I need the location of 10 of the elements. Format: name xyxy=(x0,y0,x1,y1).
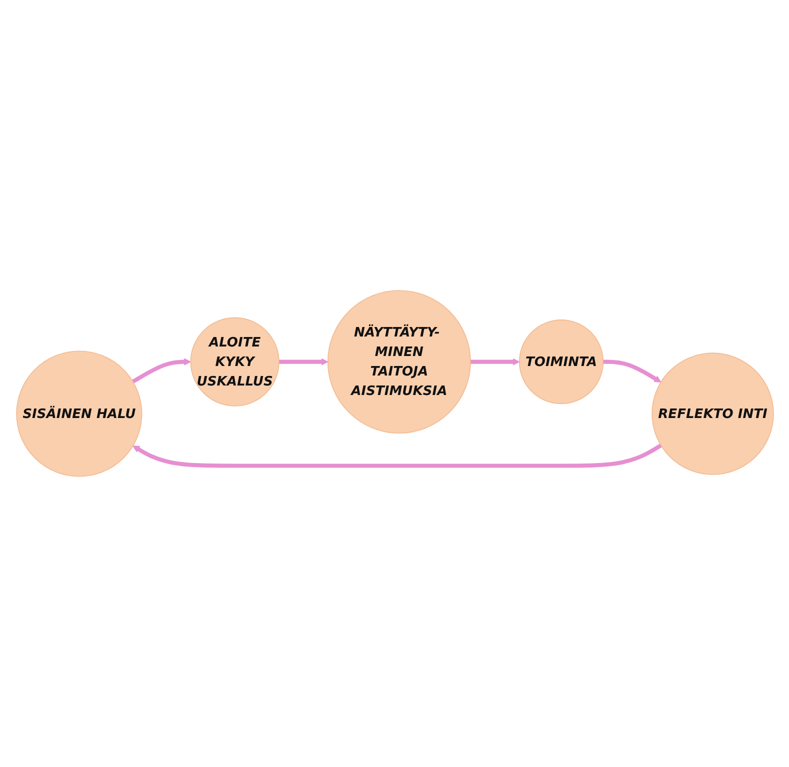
node-circle: TOIMINTA xyxy=(518,320,604,404)
arrow xyxy=(131,358,191,384)
arrow xyxy=(278,358,328,366)
node-circle: ALOITE KYKY USKALLUS xyxy=(190,317,279,406)
arrow xyxy=(470,358,520,366)
node-circle: REFLEKTO INTI xyxy=(651,352,774,475)
node-circle: NÄYTTÄYTY- MINEN TAITOJA AISTIMUKSIA xyxy=(326,290,470,434)
arrow xyxy=(602,360,661,383)
node-circle: SISÄINEN HALU xyxy=(16,350,142,477)
arrow xyxy=(132,444,662,468)
